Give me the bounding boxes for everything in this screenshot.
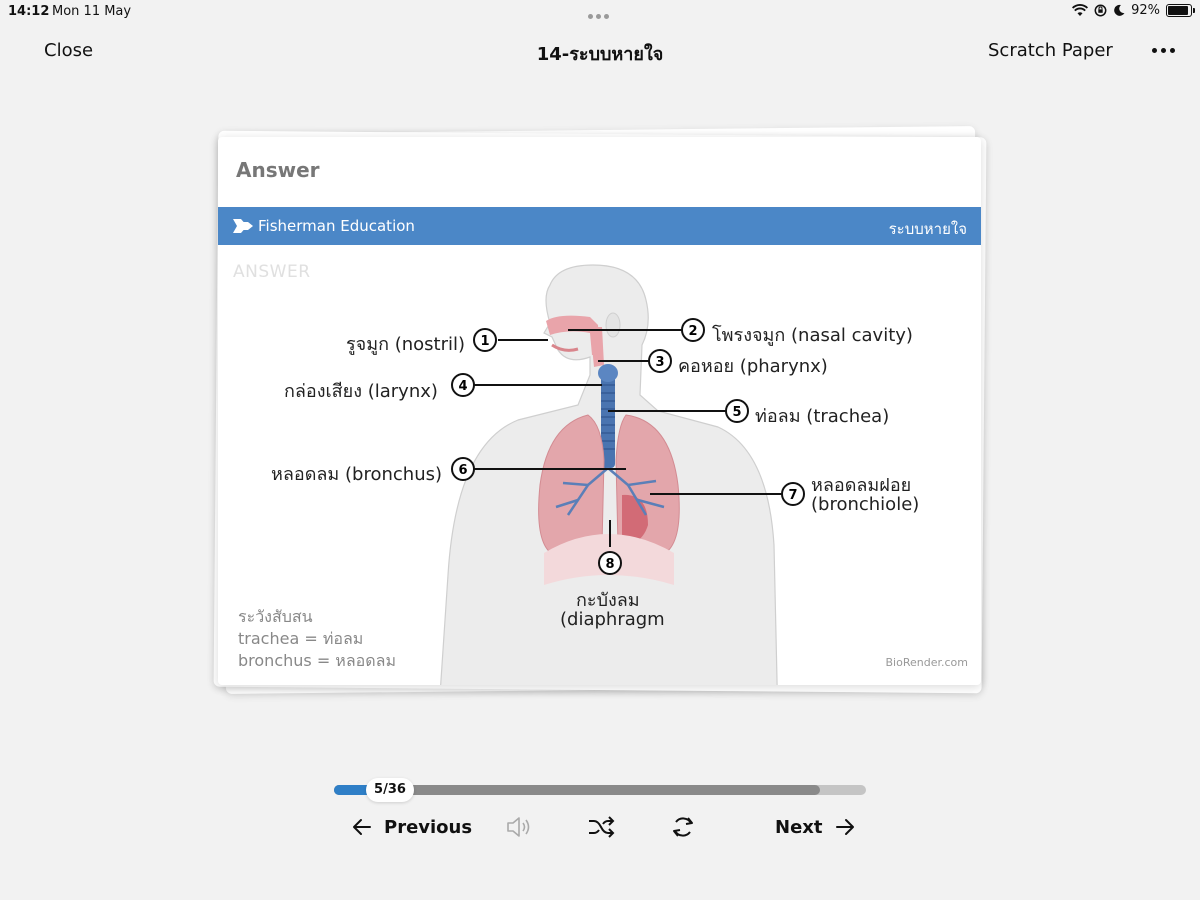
refresh-icon — [673, 817, 693, 837]
note-heading: ระวังสับสน — [238, 607, 313, 626]
banner-brand: Fisherman Education — [258, 217, 415, 235]
status-date: Mon 11 May — [52, 4, 132, 19]
respiratory-illustration: 1 2 3 4 5 6 7 8 — [440, 264, 805, 685]
previous-button[interactable]: Previous — [352, 812, 472, 842]
marker-number: 4 — [458, 379, 467, 394]
close-button[interactable]: Close — [44, 40, 94, 61]
marker-number: 7 — [788, 488, 797, 503]
shuffle-button[interactable] — [586, 812, 616, 842]
status-time: 14:12 — [8, 4, 50, 19]
marker-8: 8 — [598, 551, 622, 575]
label-diaphragm: (diaphragm — [560, 609, 665, 630]
marker-number: 3 — [655, 355, 664, 370]
battery-percent: 92% — [1131, 3, 1160, 18]
flashcard[interactable]: Answer Fisherman Education ระบบหายใจ ANS… — [218, 137, 981, 685]
scratch-paper-button[interactable]: Scratch Paper — [988, 40, 1113, 61]
answer-watermark: ANSWER — [233, 262, 311, 282]
shuffle-icon — [589, 816, 615, 838]
label-bronchiole: (bronchiole) — [811, 494, 920, 515]
wifi-icon — [1072, 4, 1089, 16]
more-options-icon[interactable] — [1152, 48, 1176, 54]
label-nasal-cavity: โพรงจมูก (nasal cavity) — [712, 325, 913, 346]
label-diaphragm-thai: กะบังลม — [576, 590, 640, 611]
marker-2: 2 — [681, 318, 705, 342]
top-bar: Close 14-ระบบหายใจ Scratch Paper — [0, 30, 1200, 74]
marker-number: 1 — [480, 334, 489, 349]
battery-icon — [1166, 4, 1195, 17]
label-trachea: ท่อลม (trachea) — [755, 406, 890, 427]
card-banner: Fisherman Education ระบบหายใจ — [218, 207, 981, 245]
audio-button[interactable] — [504, 812, 534, 842]
marker-7: 7 — [781, 482, 805, 506]
flip-button[interactable] — [668, 812, 698, 842]
label-bronchiole-thai: หลอดลมฝอย — [811, 475, 912, 496]
label-bronchus: หลอดลม (bronchus) — [271, 464, 442, 485]
marker-number: 6 — [458, 463, 467, 478]
next-label: Next — [775, 816, 823, 838]
banner-topic: ระบบหายใจ — [888, 220, 967, 238]
orientation-lock-icon — [1094, 4, 1107, 17]
card-side-label: Answer — [236, 158, 320, 182]
note-trachea: trachea = ท่อลม — [238, 629, 364, 648]
progress-counter: 5/36 — [366, 778, 414, 802]
multitasking-dots-icon[interactable] — [588, 8, 612, 19]
moon-icon — [1114, 4, 1125, 16]
progress-buffer — [334, 785, 820, 795]
previous-label: Previous — [384, 816, 473, 838]
respiratory-diagram: 1 2 3 4 5 6 7 8 รูจมูก (nostril) โพรงจมูก (nasa… — [218, 245, 981, 685]
note-bronchus: bronchus = หลอดลม — [238, 651, 397, 670]
marker-5: 5 — [725, 399, 749, 423]
label-larynx: กล่องเสียง (larynx) — [284, 381, 438, 402]
fish-logo-icon — [233, 219, 253, 233]
marker-1: 1 — [473, 328, 497, 352]
arrow-right-icon — [835, 819, 854, 835]
marker-6: 6 — [451, 457, 475, 481]
biorender-credit: BioRender.com — [885, 656, 968, 669]
next-button[interactable]: Next — [775, 812, 855, 842]
arrow-left-icon — [353, 819, 371, 835]
marker-number: 8 — [605, 557, 614, 572]
marker-number: 5 — [732, 405, 741, 420]
marker-3: 3 — [648, 349, 672, 373]
status-indicators: 92% — [1072, 3, 1195, 18]
marker-number: 2 — [688, 324, 697, 339]
marker-4: 4 — [451, 373, 475, 397]
label-nostril: รูจมูก (nostril) — [346, 334, 466, 355]
speaker-icon — [507, 817, 530, 837]
label-pharynx: คอหอย (pharynx) — [678, 356, 828, 377]
status-bar: 14:12 Mon 11 May 92% — [0, 0, 1200, 24]
